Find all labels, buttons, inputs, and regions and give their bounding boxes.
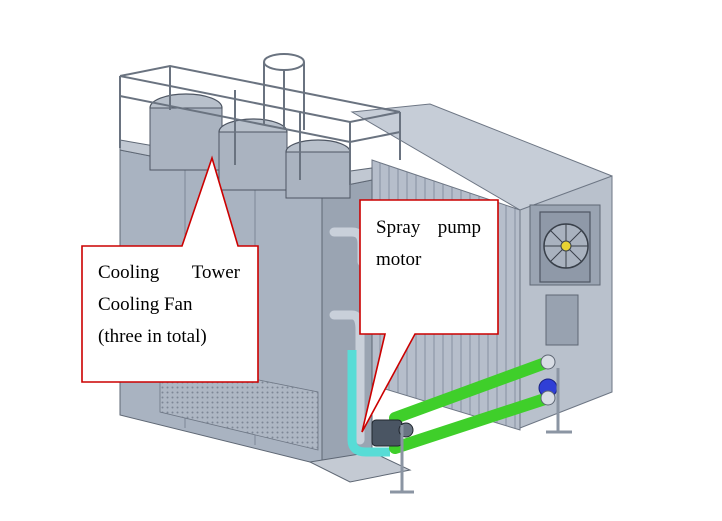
spray-pump-callout-word1: Spray	[376, 217, 421, 238]
cooling-fan-callout: Cooling Tower Cooling Fan (three in tota…	[98, 257, 240, 353]
cooling-fan-callout-word1: Cooling	[98, 262, 160, 283]
spray-pump-callout: Spray pump motor	[376, 212, 481, 276]
pipe-supports	[390, 368, 572, 494]
container-fan-icon	[539, 211, 591, 283]
cooling-fan-callout-word2: Tower	[191, 262, 240, 283]
cooling-fan-callout-line2: Cooling Fan	[98, 294, 193, 315]
cooling-fan-shrouds	[149, 93, 351, 199]
spray-pump-callout-line2: motor	[376, 249, 422, 270]
spray-pump-callout-line1: Spray pump	[376, 212, 481, 244]
pipe-flange-icons	[538, 354, 558, 406]
piping	[329, 227, 554, 457]
cooling-fan-callout-line3: (three in total)	[98, 326, 207, 347]
spray-pump-callout-box	[359, 199, 499, 433]
cooling-fan-callout-box	[81, 155, 259, 383]
top-railing	[119, 53, 401, 185]
cooling-fan-callout-line1: Cooling Tower	[98, 257, 240, 289]
spray-pump-callout-word2: pump	[437, 217, 481, 238]
